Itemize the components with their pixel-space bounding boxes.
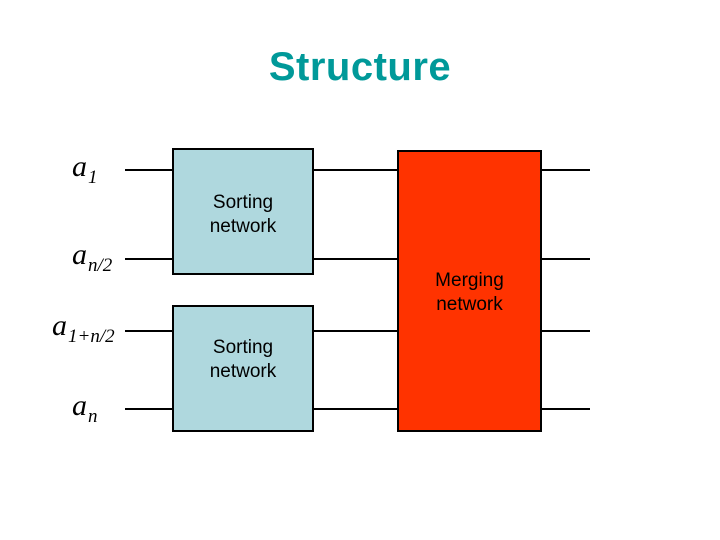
- input-label-an: an: [72, 389, 98, 428]
- input-label-a1-base: a: [72, 150, 87, 183]
- input-label-an2-base: a: [72, 238, 87, 271]
- input-wire-3: [125, 330, 173, 332]
- input-label-a1n2-subscript: 1+n/2: [68, 326, 115, 347]
- interconnect-wire-3: [313, 330, 398, 332]
- input-label-an-base: a: [72, 389, 87, 422]
- input-wire-1: [125, 169, 173, 171]
- output-wire-1: [541, 169, 590, 171]
- sorting-network-bottom-block[interactable]: Sorting network: [172, 305, 314, 432]
- output-wire-4: [541, 408, 590, 410]
- sorting-network-top-block[interactable]: Sorting network: [172, 148, 314, 275]
- interconnect-wire-1: [313, 169, 398, 171]
- input-label-a1-subscript: 1: [88, 167, 98, 188]
- input-label-a1n2-base: a: [52, 309, 67, 342]
- merging-network-block[interactable]: Merging network: [397, 150, 542, 432]
- input-label-an-subscript: n: [88, 406, 98, 427]
- merging-network-label: Merging network: [435, 270, 504, 315]
- interconnect-wire-4: [313, 408, 398, 410]
- output-wire-2: [541, 258, 590, 260]
- input-wire-4: [125, 408, 173, 410]
- input-wire-2: [125, 258, 173, 260]
- interconnect-wire-2: [313, 258, 398, 260]
- input-label-an2-subscript: n/2: [88, 255, 113, 276]
- sorting-network-top-label: Sorting network: [209, 191, 277, 237]
- page-title: Structure: [268, 45, 452, 89]
- sorting-network-bottom-label: Sorting network: [209, 336, 277, 382]
- output-wire-3: [541, 330, 590, 332]
- input-label-a1n2: a1+n/2: [52, 309, 115, 348]
- input-label-a1: a1: [72, 150, 98, 189]
- input-label-an2: an/2: [72, 238, 113, 277]
